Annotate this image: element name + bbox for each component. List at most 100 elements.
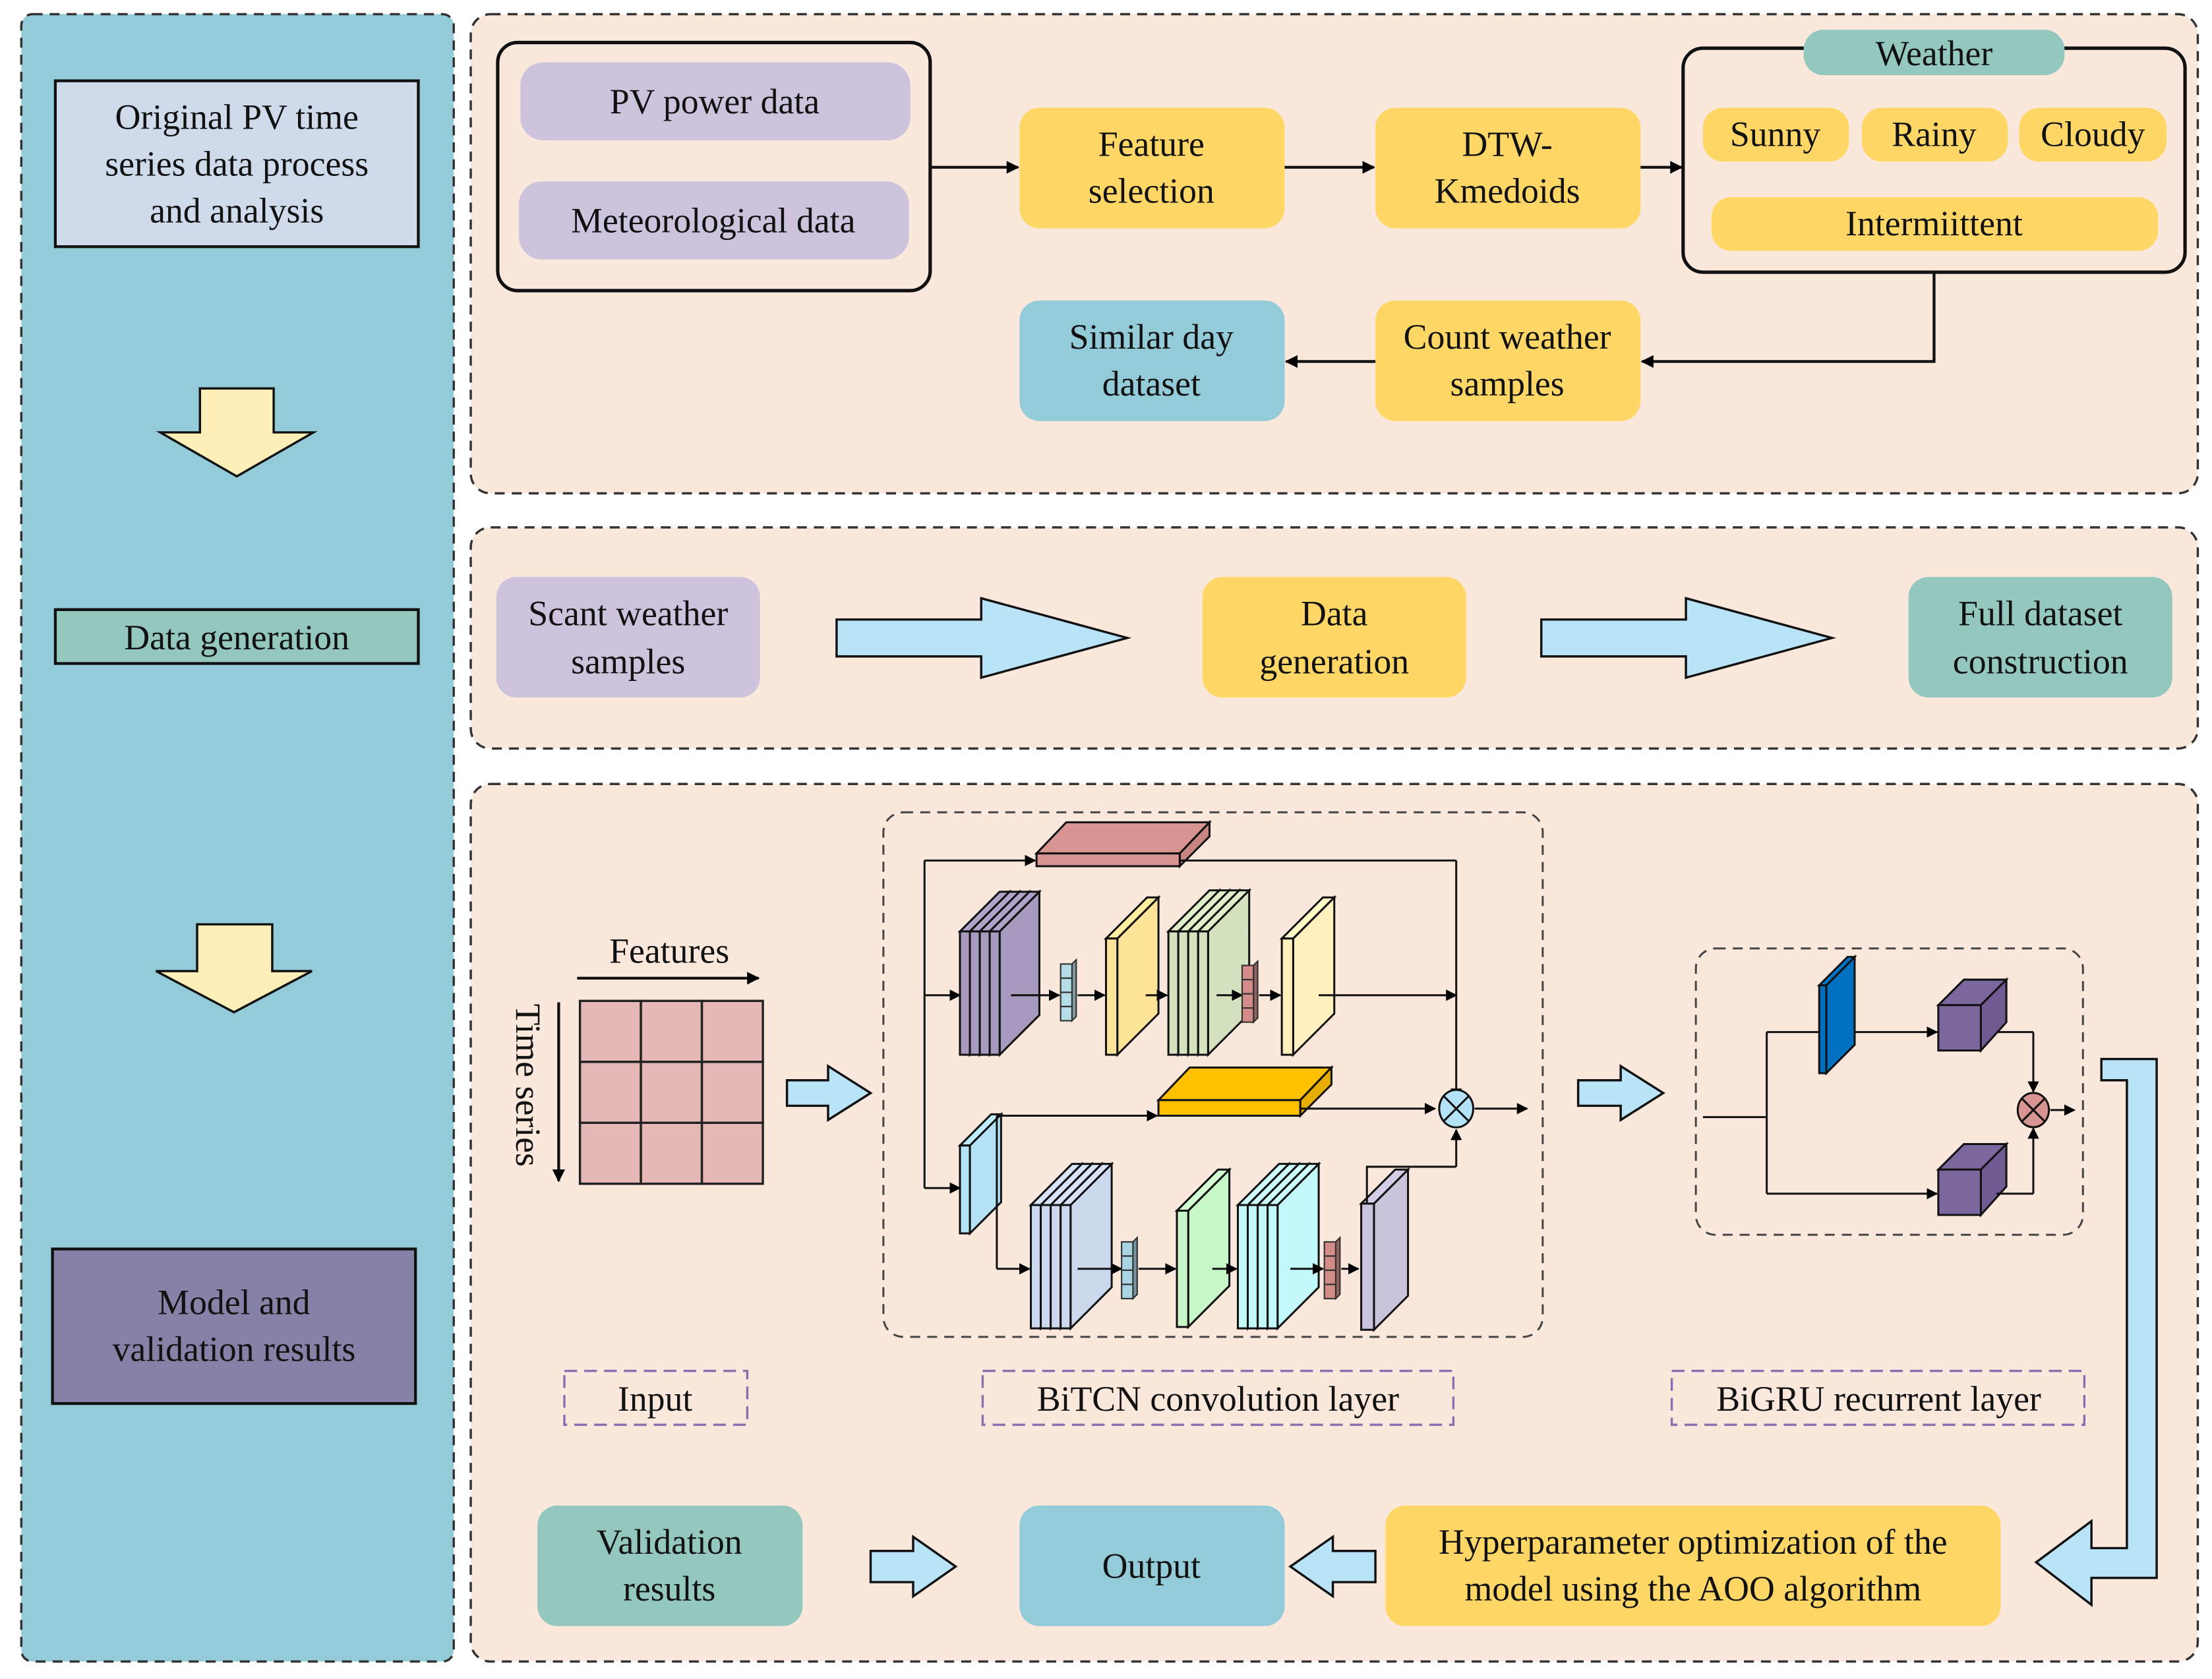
bigru-caption: BiGRU recurrent layer [1670,1369,2086,1427]
input-grid-cell [578,1061,642,1124]
scant-weather-samples-box[interactable]: Scant weather samples [496,577,760,698]
dropout-vector [1323,1235,1341,1301]
multiply-cross [2021,1098,2045,1122]
vector-cell [1060,991,1073,1007]
layer-front [1267,1204,1279,1330]
count-weather-samples-box[interactable]: Count weather samples [1375,300,1641,421]
multiply-icon [1438,1088,1475,1129]
vector-cell [1060,1005,1073,1022]
right-arrow-icon [1576,1064,1665,1123]
weather-type-sunny[interactable]: Sunny [1702,107,1849,162]
layer-front [978,930,991,1056]
layer-front [1060,1204,1072,1330]
hyperparameter-line: Hyperparameter optimization of the [1439,1522,1948,1562]
layer-front [1104,937,1119,1056]
weather-type-cloudy[interactable]: Cloudy [2019,107,2167,162]
vector-cell [1121,1241,1134,1257]
residual-output-layer [1358,1167,1411,1332]
input-grid-cell [640,1061,703,1124]
dilated-conv-stack-backward [1028,1162,1114,1331]
layer-front [1280,937,1294,1056]
vector-cell [1323,1241,1336,1257]
gru-forward-layer [1816,955,1857,1076]
stage-box-process-line: Original PV time [115,98,359,137]
weather-type-rainy[interactable]: Rainy [1861,107,2008,162]
weather-group: Weather Sunny Rainy Cloudy Intermiittent [1681,30,2187,274]
hyperparameter-line: model using the AOO algorithm [1464,1569,1921,1608]
layer-front [1197,930,1209,1056]
dtw-kmedoids-line: DTW- [1462,125,1552,164]
return-arrow-icon[interactable] [2034,1057,2158,1607]
stage-box-process-line: and analysis [150,191,324,231]
similar-day-dataset-box[interactable]: Similar day dataset [1019,300,1285,421]
vector-cell [1323,1255,1336,1272]
right-arrow-icon [785,1064,873,1123]
weather-type-label: Intermiittent [1845,204,2023,243]
slab-front [1035,852,1181,868]
multiply-cross [1443,1096,1469,1121]
vector-cell [1121,1255,1134,1272]
stacked-layer [1265,1162,1321,1331]
stage-box-process-line: series data process [105,144,369,184]
relu-layer [1103,895,1161,1057]
stacked-layer [1058,1162,1114,1331]
feature-selection-line: selection [1089,171,1214,211]
full-dataset-line: Full dataset [1958,593,2122,633]
gru-cell-backward [1936,1141,2009,1218]
input-caption: Input [563,1369,749,1427]
weather-type-label: Sunny [1730,115,1821,154]
validation-results-box[interactable]: Validation results [537,1505,803,1626]
weather-title-badge: Weather [1803,30,2065,75]
input-grid-cell [578,1121,642,1185]
section-weather-clustering: PV power data Meteorological data Featur… [469,13,2199,495]
weather-type-intermittent[interactable]: Intermiittent [1711,196,2159,251]
down-arrow-icon [155,923,313,1014]
input-grid-cell [578,999,642,1063]
hyperparameter-optimization-box[interactable]: Hyperparameter optimization of the model… [1385,1505,2001,1626]
vector-cell [1241,1007,1255,1023]
layer-front [1176,1210,1189,1328]
vector-cell [1241,964,1255,981]
feature-selection-box[interactable]: Feature selection [1019,107,1285,229]
residual-output-layer [1279,895,1337,1057]
data-generation-box[interactable]: Data generation [1202,577,1466,698]
meteorological-data-box[interactable]: Meteorological data [519,181,909,260]
dtw-kmedoids-box[interactable]: DTW- Kmedoids [1375,107,1641,229]
output-box[interactable]: Output [1019,1505,1285,1626]
stage-box-model-line: Model and [158,1283,311,1322]
weight-norm-vector [1121,1235,1138,1301]
input-grid-cell [640,999,703,1063]
weight-norm-vector [1060,958,1077,1023]
down-arrow-icon [156,387,318,478]
vector-cell [1060,977,1073,993]
stage-box-process[interactable]: Original PV time series data process and… [53,79,420,249]
input-grid-cell [700,1121,764,1185]
stacked-layer [1195,887,1252,1057]
stage-box-data-generation[interactable]: Data generation [53,608,420,665]
scant-weather-line: samples [571,642,685,682]
bitcn-caption: BiTCN convolution layer [981,1369,1455,1427]
left-arrow-icon [1288,1534,1377,1599]
bitcn-caption-label: BiTCN convolution layer [1037,1379,1399,1419]
output-label: Output [1102,1546,1201,1586]
cube-front [1937,1004,1982,1052]
left-panel: Original PV time series data process and… [20,13,455,1663]
features-axis-label: Features [609,931,729,970]
pv-power-data-box[interactable]: PV power data [520,62,911,140]
input-data-group: PV power data Meteorological data [496,40,932,293]
section-data-generation: Scant weather samples Data generation Fu… [469,526,2199,750]
layer-front [1187,930,1199,1056]
reverse-input-layer [957,1111,1003,1236]
full-dataset-box[interactable]: Full dataset construction [1908,577,2172,698]
weather-type-label: Rainy [1892,115,1977,154]
layer-front [1177,930,1189,1056]
count-weather-line: samples [1450,364,1565,403]
stacked-layer [987,889,1042,1057]
layer-front [959,1144,971,1235]
multiply-icon [2016,1092,2050,1129]
scant-weather-line: Scant weather [528,593,728,633]
validation-line: Validation [597,1522,742,1562]
data-generation-line: generation [1259,642,1409,682]
stage-box-model-validation[interactable]: Model and validation results [51,1247,417,1405]
time-series-axis-label: Time series [508,1004,548,1167]
